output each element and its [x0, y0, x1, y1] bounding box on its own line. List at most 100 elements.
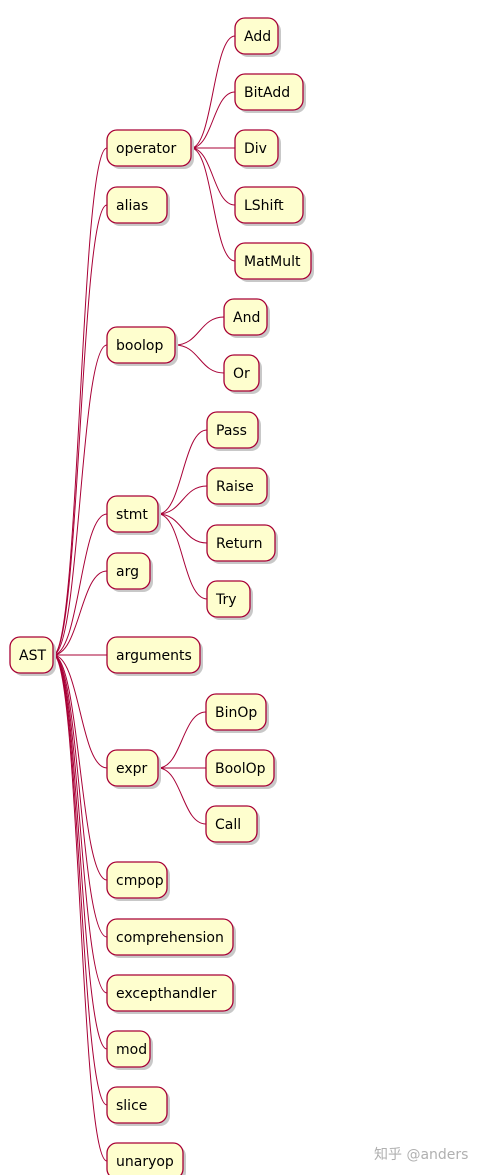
edge-ast-alias: [52, 204, 108, 656]
node-cmpop: cmpop: [106, 861, 170, 901]
node-pass-box: [206, 411, 259, 449]
node-arguments: arguments: [106, 636, 203, 676]
node-call: Call: [205, 805, 260, 845]
edge-ast-cmpop: [52, 654, 108, 881]
node-mod-label: mod: [116, 1042, 147, 1058]
node-comprehension: comprehension: [106, 918, 236, 958]
node-root-ast: AST: [9, 636, 56, 676]
node-pass-label: Pass: [216, 423, 247, 439]
node-operator-label: operator: [116, 141, 176, 157]
edge-stmt-pass: [157, 429, 208, 515]
node-arg-box: [106, 552, 151, 590]
edge-stmt-raise: [157, 485, 208, 515]
node-boolop-box: [106, 326, 176, 364]
node-boolop-label: boolop: [116, 338, 163, 354]
node-cmpop-label: cmpop: [116, 873, 164, 889]
node-expr-label: expr: [116, 761, 148, 777]
node-mod: mod: [106, 1030, 153, 1070]
edge-boolop-and: [174, 316, 225, 346]
node-comprehension-label: comprehension: [116, 930, 224, 946]
node-boolop: BoolOp: [205, 749, 277, 789]
node-try: Try: [206, 580, 253, 620]
node-arguments-box: [106, 636, 201, 674]
edge-ast-unaryop: [52, 654, 108, 1162]
edge-ast-expr: [52, 654, 108, 769]
node-lshift: LShift: [234, 186, 306, 226]
node-return-box: [206, 524, 276, 562]
node-operator-box: [106, 129, 192, 167]
node-lshift-label: LShift: [244, 198, 284, 214]
edge-ast-comprehension: [52, 654, 108, 938]
node-bitadd-box: [234, 73, 304, 111]
node-stmt: stmt: [106, 495, 161, 535]
node-boolop-box: [205, 749, 275, 787]
edge-boolop-or: [174, 344, 225, 374]
node-div: Div: [234, 129, 281, 169]
node-matmult-box: [234, 242, 312, 280]
node-try-label: Try: [215, 592, 237, 608]
node-try-box: [206, 580, 251, 618]
edge-expr-binop: [157, 711, 207, 769]
edge-operator-matmult: [190, 147, 236, 262]
node-arg: arg: [106, 552, 153, 592]
node-boolop-label: BoolOp: [215, 761, 266, 777]
edge-operator-bitadd: [190, 91, 236, 149]
node-add-box: [234, 17, 279, 55]
node-mod-box: [106, 1030, 151, 1068]
node-matmult-label: MatMult: [244, 254, 301, 270]
node-and: And: [223, 298, 270, 338]
node-bitadd-label: BitAdd: [244, 85, 290, 101]
watermark: 知乎 @anders: [374, 1147, 469, 1163]
node-div-label: Div: [244, 141, 267, 157]
node-root-ast-label: AST: [19, 648, 46, 664]
edge-ast-mod: [52, 654, 108, 1050]
node-unaryop-box: [106, 1142, 184, 1175]
edge-stmt-try: [157, 513, 208, 600]
node-or-box: [223, 354, 260, 392]
node-bitadd: BitAdd: [234, 73, 306, 113]
node-root-ast-box: [9, 636, 54, 674]
node-div-box: [234, 129, 279, 167]
node-call-label: Call: [215, 817, 241, 833]
edge-ast-excepthandler: [52, 654, 108, 994]
node-return-label: Return: [216, 536, 262, 552]
edge-operator-lshift: [190, 147, 236, 206]
edge-ast-slice: [52, 654, 108, 1106]
node-stmt-box: [106, 495, 159, 533]
node-arguments-label: arguments: [116, 648, 192, 664]
node-expr: expr: [106, 749, 161, 789]
edge-ast-boolop: [52, 344, 108, 656]
node-raise-label: Raise: [216, 479, 254, 495]
node-excepthandler-label: excepthandler: [116, 986, 217, 1002]
node-excepthandler-box: [106, 974, 234, 1012]
node-expr-box: [106, 749, 159, 787]
node-binop-label: BinOp: [215, 705, 257, 721]
edge-stmt-return: [157, 513, 208, 544]
node-slice-box: [106, 1086, 168, 1124]
node-or-label: Or: [233, 366, 250, 382]
edge-operator-add: [190, 35, 236, 149]
node-arg-label: arg: [116, 564, 139, 580]
edge-expr-call: [157, 767, 207, 825]
node-and-box: [223, 298, 268, 336]
node-unaryop-label: unaryop: [116, 1154, 174, 1170]
node-stmt-label: stmt: [116, 507, 148, 523]
node-operator: operator: [106, 129, 194, 169]
node-add-label: Add: [244, 29, 271, 45]
node-slice-label: slice: [116, 1098, 147, 1114]
node-add: Add: [234, 17, 281, 57]
node-binop-box: [205, 693, 267, 731]
node-unaryop: unaryop: [106, 1142, 186, 1175]
node-cmpop-box: [106, 861, 168, 899]
node-boolop: boolop: [106, 326, 178, 366]
node-matmult: MatMult: [234, 242, 314, 282]
edge-ast-operator: [52, 147, 108, 656]
node-binop: BinOp: [205, 693, 269, 733]
node-pass: Pass: [206, 411, 261, 451]
node-alias-box: [106, 186, 168, 224]
mindmap-edges: [52, 35, 236, 1162]
node-lshift-box: [234, 186, 304, 224]
node-call-box: [205, 805, 258, 843]
node-alias: alias: [106, 186, 170, 226]
